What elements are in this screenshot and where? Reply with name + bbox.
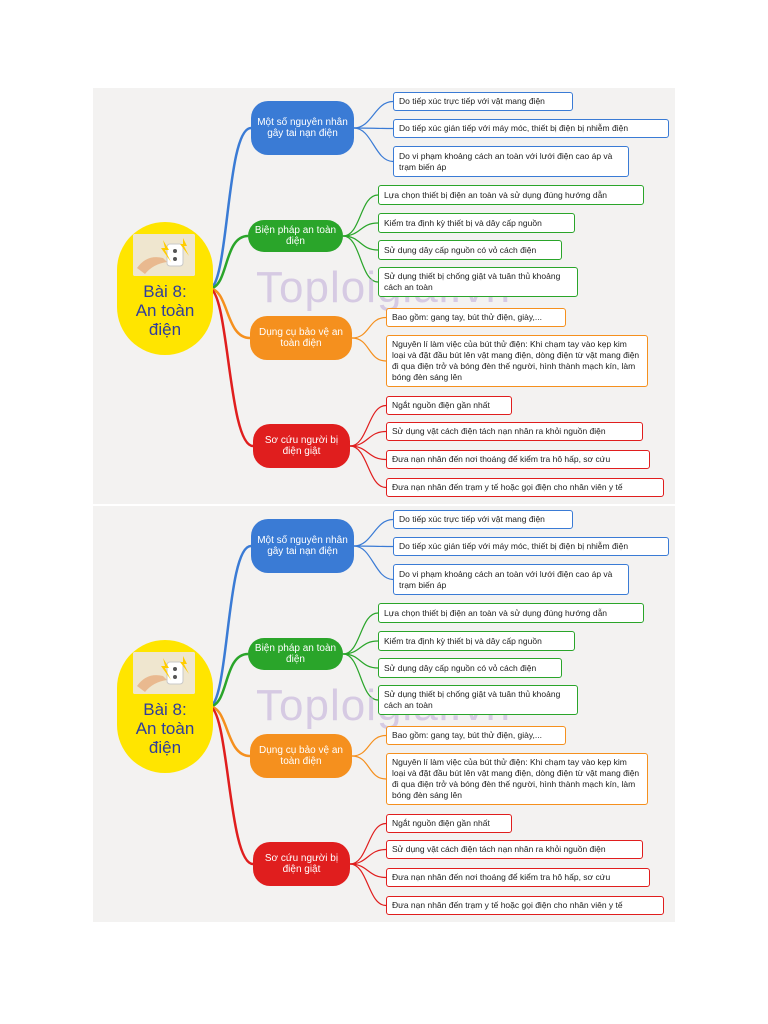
leaf-aid-4: Đưa nạn nhân đến trạm y tế hoặc gọi điện… — [386, 478, 664, 497]
leaf-aid-1: Ngắt nguồn điện gần nhất — [386, 396, 512, 415]
leaf-tool-1: Bao gồm: gang tay, bút thử điện, giày,..… — [386, 726, 566, 745]
leaf-connector — [342, 612, 379, 655]
leaf-measure-3: Sử dụng dây cấp nguồn có vỏ cách điện — [378, 658, 562, 678]
leaf-cause-1: Do tiếp xúc trực tiếp với vật mang điện — [393, 510, 573, 529]
leaf-connector — [349, 822, 387, 865]
leaf-connector — [351, 755, 387, 780]
leaf-connector — [353, 545, 394, 581]
leaf-measure-1: Lựa chọn thiết bị điện an toàn và sử dụn… — [378, 185, 644, 205]
leaf-connector — [349, 404, 387, 447]
branch-protective-tools: Dụng cụ bảo vệ an toàn điện — [250, 316, 352, 360]
leaf-connector — [342, 640, 379, 655]
leaf-aid-3: Đưa nạn nhân đến nơi thoáng để kiểm tra … — [386, 450, 650, 469]
branch-accident-causes: Một số nguyên nhân gây tai nạn điện — [251, 519, 354, 573]
leaf-connector — [342, 222, 379, 237]
connector-lines — [208, 518, 394, 907]
branch-connector — [208, 705, 251, 758]
central-title: Bài 8: An toàn điện — [135, 700, 195, 757]
electric-hand-illustration — [133, 234, 195, 276]
leaf-cause-2: Do tiếp xúc gián tiếp với máy móc, thiết… — [393, 537, 669, 556]
leaf-tool-2: Nguyên lí làm việc của bút thử điện: Khi… — [386, 753, 648, 805]
leaf-connector — [349, 848, 387, 865]
branch-connector — [208, 234, 249, 290]
branch-safety-measures: Biện pháp an toàn điện — [248, 638, 343, 670]
branch-connector — [208, 287, 251, 340]
leaf-connector — [351, 337, 387, 362]
leaf-cause-2: Do tiếp xúc gián tiếp với máy móc, thiết… — [393, 119, 669, 138]
leaf-measure-4: Sử dụng thiết bị chống giật và tuân thủ … — [378, 685, 578, 715]
leaf-cause-3: Do vi phạm khoảng cách an toàn với lưới … — [393, 564, 629, 595]
leaf-connector — [349, 445, 387, 489]
connector-lines — [208, 100, 394, 489]
branch-accident-causes: Một số nguyên nhân gây tai nạn điện — [251, 101, 354, 155]
leaf-connector — [342, 194, 379, 237]
leaf-connector — [353, 518, 394, 547]
leaf-connector — [349, 430, 387, 447]
branch-first-aid: Sơ cứu người bị điện giật — [253, 424, 350, 468]
mindmap-panel: Bài 8: An toàn điện Toploigiai.vn Một số… — [93, 506, 675, 922]
branch-connector — [208, 705, 254, 866]
leaf-cause-1: Do tiếp xúc trực tiếp với vật mang điện — [393, 92, 573, 111]
leaf-tool-2: Nguyên lí làm việc của bút thử điện: Khi… — [386, 335, 648, 387]
central-title: Bài 8: An toàn điện — [135, 282, 195, 339]
leaf-connector — [351, 734, 387, 757]
leaf-aid-2: Sử dụng vật cách điện tách nạn nhân ra k… — [386, 840, 643, 859]
leaf-measure-1: Lựa chọn thiết bị điện an toàn và sử dụn… — [378, 603, 644, 623]
leaf-tool-1: Bao gồm: gang tay, bút thử điện, giày,..… — [386, 308, 566, 327]
leaf-aid-2: Sử dụng vật cách điện tách nạn nhân ra k… — [386, 422, 643, 441]
mindmap-panel: Bài 8: An toàn điện Toploigiai.vn Một số… — [93, 88, 675, 504]
branch-first-aid: Sơ cứu người bị điện giật — [253, 842, 350, 886]
leaf-connector — [353, 127, 394, 130]
leaf-measure-2: Kiểm tra định kỳ thiết bị và dây cấp ngu… — [378, 213, 575, 233]
leaf-connector — [342, 653, 379, 701]
leaf-measure-3: Sử dụng dây cấp nguồn có vỏ cách điện — [378, 240, 562, 260]
branch-safety-measures: Biện pháp an toàn điện — [248, 220, 343, 252]
leaf-measure-2: Kiểm tra định kỳ thiết bị và dây cấp ngu… — [378, 631, 575, 651]
leaf-cause-3: Do vi phạm khoảng cách an toàn với lưới … — [393, 146, 629, 177]
branch-connector — [208, 544, 252, 708]
electric-hand-illustration — [133, 652, 195, 694]
branch-connector — [208, 287, 254, 448]
leaf-connector — [353, 127, 394, 163]
leaf-aid-1: Ngắt nguồn điện gần nhất — [386, 814, 512, 833]
branch-connector — [208, 126, 252, 290]
leaf-measure-4: Sử dụng thiết bị chống giật và tuân thủ … — [378, 267, 578, 297]
leaf-connector — [353, 545, 394, 548]
leaf-connector — [342, 235, 379, 283]
leaf-connector — [353, 100, 394, 129]
leaf-connector — [351, 316, 387, 339]
leaf-aid-3: Đưa nạn nhân đến nơi thoáng để kiểm tra … — [386, 868, 650, 887]
branch-protective-tools: Dụng cụ bảo vệ an toàn điện — [250, 734, 352, 778]
leaf-connector — [349, 863, 387, 907]
leaf-aid-4: Đưa nạn nhân đến trạm y tế hoặc gọi điện… — [386, 896, 664, 915]
branch-connector — [208, 652, 249, 708]
